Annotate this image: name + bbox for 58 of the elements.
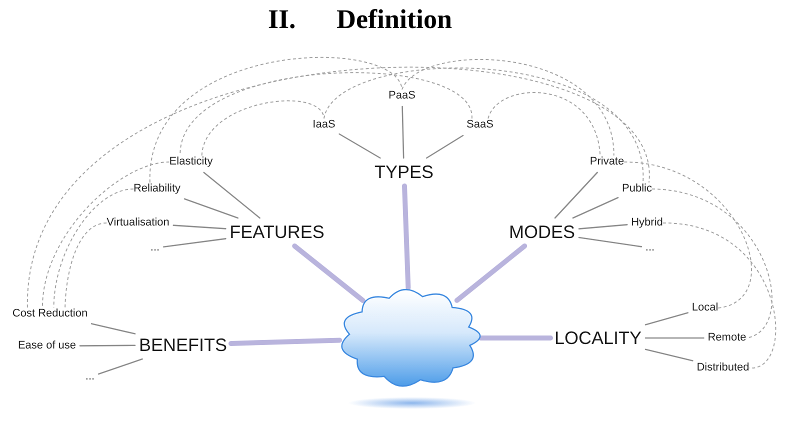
category-label: FEATURES — [230, 222, 324, 242]
connector-line — [572, 196, 619, 219]
category-label: LOCALITY — [554, 328, 642, 348]
connector-line — [338, 133, 381, 159]
connector-line — [554, 172, 598, 219]
dashed-connector — [53, 188, 134, 308]
dashed-connector — [149, 57, 402, 183]
connector-line — [184, 198, 239, 219]
connector-line — [426, 134, 464, 159]
item-label: ... — [85, 370, 95, 384]
thick-connector — [478, 336, 553, 340]
item-label: Distributed — [696, 362, 750, 374]
connector-line — [578, 224, 628, 230]
item-label: ... — [645, 242, 655, 254]
item-label: SaaS — [466, 118, 494, 132]
section-heading: II. Definition — [268, 6, 452, 33]
item-label: Public — [622, 182, 652, 196]
item-label: Private — [590, 156, 624, 168]
category-label: MODES — [509, 222, 575, 242]
dashed-connector — [64, 222, 108, 308]
item-label: ... — [150, 242, 160, 254]
connector-line — [644, 348, 694, 362]
dashed-connector — [488, 92, 601, 156]
dashed-connector — [324, 68, 644, 183]
category-label: BENEFITS — [139, 335, 227, 355]
dashed-connector — [624, 162, 752, 308]
connector-line — [203, 172, 260, 219]
connector-line — [172, 224, 226, 230]
item-label: Cost Reduction — [12, 308, 88, 320]
item-label: Ease of use — [18, 340, 76, 352]
item-label: Hybrid — [631, 216, 663, 230]
thick-connector — [228, 338, 342, 346]
connector-line — [644, 337, 704, 339]
connector-line — [644, 312, 689, 326]
category-label: TYPES — [374, 162, 434, 182]
item-label: Elasticity — [169, 156, 213, 168]
dashed-connector — [26, 66, 650, 308]
connector-line — [90, 323, 136, 334]
dashed-connector — [402, 59, 614, 156]
connector-line — [79, 344, 136, 346]
thick-connector — [402, 184, 411, 290]
dashed-connector — [201, 100, 324, 156]
dashed-connector — [651, 188, 772, 338]
item-label: Remote — [708, 332, 746, 344]
item-label: Virtualisation — [106, 216, 170, 230]
item-label: IaaS — [312, 118, 336, 132]
connector-line — [162, 238, 226, 248]
item-label: Local — [692, 302, 718, 314]
dashed-connector — [662, 222, 776, 368]
item-label: PaaS — [388, 90, 416, 102]
connector-line — [402, 106, 404, 159]
connector-line — [578, 236, 642, 248]
thick-connector — [454, 244, 528, 303]
dashed-connector — [180, 72, 472, 156]
thick-connector — [292, 244, 366, 303]
dashed-connector — [42, 162, 170, 308]
connector-line — [98, 358, 143, 375]
item-label: Reliability — [133, 182, 181, 196]
